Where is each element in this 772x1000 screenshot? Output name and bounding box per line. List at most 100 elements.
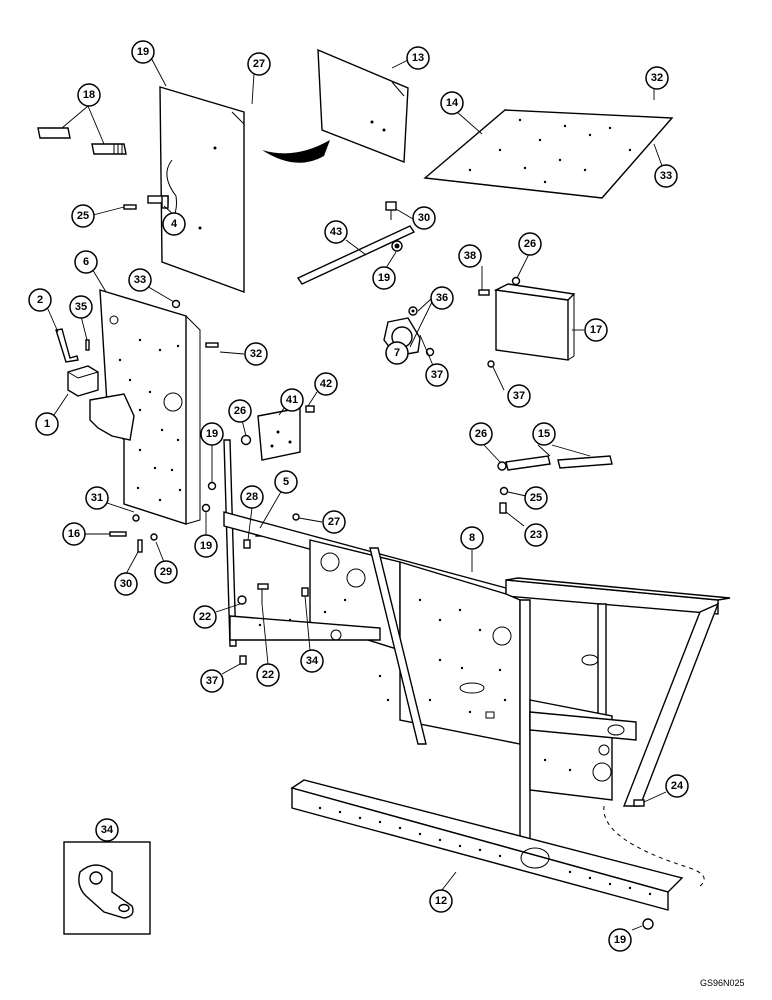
callout: 8: [460, 526, 484, 550]
callout: 12: [429, 889, 453, 913]
part-35-washer: [408, 306, 418, 316]
callout: 26: [518, 232, 542, 256]
callout: 19: [194, 534, 218, 558]
svg-text:18: 18: [83, 89, 95, 101]
svg-text:37: 37: [431, 369, 443, 381]
svg-text:41: 41: [286, 394, 298, 406]
callout: 7: [385, 341, 409, 365]
callout: 25: [71, 204, 95, 228]
svg-text:16: 16: [68, 528, 80, 540]
svg-text:34: 34: [306, 655, 319, 667]
part-17-cover-plate: [493, 283, 576, 361]
callout: 19: [200, 422, 224, 446]
drawing-code: GS96N025: [700, 978, 745, 988]
callout: 27: [322, 510, 346, 534]
part-43-strap: [296, 225, 416, 285]
callout: 33: [128, 268, 152, 292]
callout: 42: [314, 372, 338, 396]
part-20-washer: [237, 595, 247, 605]
svg-text:19: 19: [206, 428, 218, 440]
callout: 34: [95, 818, 119, 842]
callout: 28: [240, 485, 264, 509]
part-19-nut-bottom: [642, 918, 654, 930]
part-42-screw: [305, 405, 315, 413]
part-1-block: [67, 365, 99, 397]
callout: 32: [645, 66, 669, 90]
callout: 5: [274, 470, 298, 494]
callout: 6: [74, 250, 98, 274]
callout: 16: [62, 522, 86, 546]
part-26-nut-r: [511, 276, 521, 286]
svg-text:34: 34: [101, 824, 114, 836]
part-11-bottom-rail: [290, 779, 705, 911]
part-40-inset: [63, 841, 151, 935]
part-33-nut-left: [171, 299, 181, 309]
callout: 14: [440, 91, 464, 115]
svg-text:17: 17: [590, 324, 602, 336]
svg-text:29: 29: [160, 566, 172, 578]
part-32-screw-left: [205, 342, 219, 348]
callout: 19: [131, 40, 155, 64]
callout: 19: [608, 928, 632, 952]
part-26-nut-mid: [240, 434, 252, 446]
svg-text:24: 24: [671, 780, 684, 792]
svg-text:19: 19: [378, 272, 390, 284]
callout: 17: [584, 318, 608, 342]
svg-text:37: 37: [206, 675, 218, 687]
svg-text:13: 13: [412, 52, 424, 64]
callout: 32: [244, 342, 268, 366]
part-29-washer: [150, 533, 158, 541]
part-37-bolt: [239, 655, 247, 665]
part-8-main-frame: [223, 511, 731, 841]
part-13-shield-panel: [317, 48, 409, 164]
callout: 37: [507, 384, 531, 408]
part-22-bolt-bottom: [633, 799, 645, 807]
part-14-top-plate: [423, 109, 674, 199]
part-21-bolt: [257, 583, 269, 604]
svg-text:42: 42: [320, 378, 332, 390]
callout: 15: [532, 422, 556, 446]
callout: 27: [247, 52, 271, 76]
svg-text:19: 19: [614, 934, 626, 946]
part-22-bolt-top: [499, 502, 507, 514]
callout: 4: [162, 212, 186, 236]
svg-text:30: 30: [418, 212, 430, 224]
part-24-nut: [497, 461, 507, 471]
part-12-shield-panel: [159, 86, 245, 294]
svg-text:1: 1: [44, 418, 50, 430]
svg-text:26: 26: [475, 428, 487, 440]
part-18-sleeves: [37, 127, 127, 155]
svg-text:8: 8: [469, 532, 475, 544]
svg-text:32: 32: [651, 72, 663, 84]
svg-text:36: 36: [436, 292, 448, 304]
svg-text:26: 26: [234, 405, 246, 417]
svg-text:26: 26: [524, 238, 536, 250]
svg-text:19: 19: [200, 540, 212, 552]
svg-text:2: 2: [37, 294, 43, 306]
callout: 30: [412, 206, 436, 230]
callout: 37: [425, 363, 449, 387]
svg-text:22: 22: [199, 611, 211, 623]
callout: 43: [324, 220, 348, 244]
svg-text:19: 19: [137, 46, 149, 58]
part-post: [223, 439, 237, 647]
svg-text:27: 27: [328, 516, 340, 528]
callout: 26: [469, 422, 493, 446]
svg-text:4: 4: [171, 218, 178, 230]
svg-text:30: 30: [120, 578, 132, 590]
part-31-washer: [132, 514, 140, 522]
svg-text:32: 32: [250, 348, 262, 360]
svg-text:27: 27: [253, 58, 265, 70]
callout: 2: [28, 288, 52, 312]
svg-text:14: 14: [446, 97, 459, 109]
callout: 1: [35, 412, 59, 436]
callout: 13: [406, 46, 430, 70]
callout: 34: [300, 649, 324, 673]
callout: 29: [154, 560, 178, 584]
svg-text:25: 25: [530, 492, 542, 504]
callout: 30: [114, 572, 138, 596]
svg-text:28: 28: [246, 491, 258, 503]
rotate-arrow: [262, 140, 330, 163]
